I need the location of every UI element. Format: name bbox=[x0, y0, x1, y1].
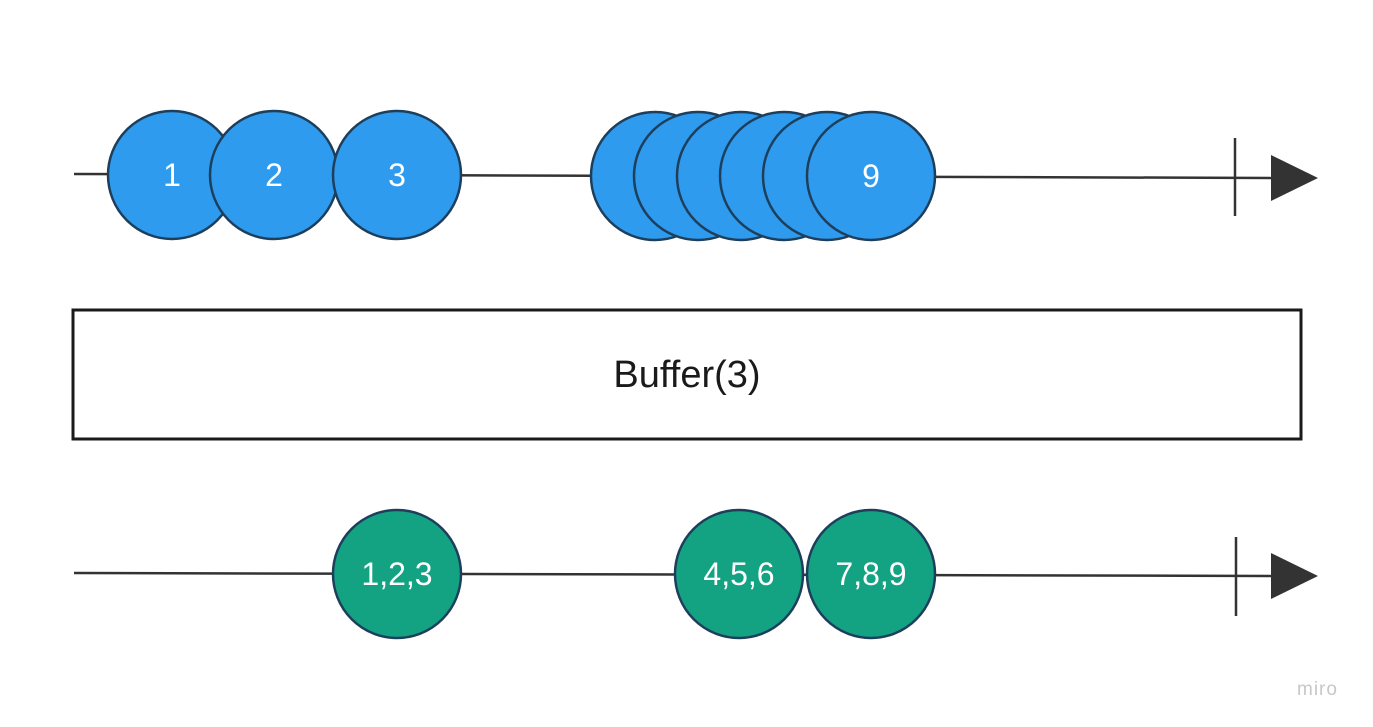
input-marble-label: 1 bbox=[163, 157, 181, 193]
operator-box: Buffer(3) bbox=[71, 308, 1303, 441]
input-marble-label: 2 bbox=[265, 157, 283, 193]
output-marble: 4,5,6 bbox=[673, 508, 805, 640]
output-arrowhead bbox=[1271, 553, 1318, 599]
output-marble-label: 7,8,9 bbox=[835, 556, 906, 592]
output-marble-label: 4,5,6 bbox=[703, 556, 774, 592]
input-marble: 2 bbox=[208, 109, 340, 241]
output-marble-circle bbox=[805, 508, 937, 640]
operator-border bbox=[71, 308, 1303, 441]
input-marble-label: 3 bbox=[388, 157, 406, 193]
input-stream: 1 2 3 9 bbox=[73, 109, 1318, 242]
output-marble: 7,8,9 bbox=[805, 508, 937, 640]
input-marble-label: 9 bbox=[862, 158, 880, 194]
input-arrowhead bbox=[1271, 155, 1318, 201]
output-marble-circle bbox=[673, 508, 805, 640]
input-marble: 3 bbox=[331, 109, 463, 241]
input-marble-circle bbox=[331, 109, 463, 241]
input-marble: 9 bbox=[805, 110, 937, 242]
miro-watermark: miro bbox=[1297, 679, 1338, 700]
output-marble-circle bbox=[331, 508, 463, 640]
output-marble-label: 1,2,3 bbox=[361, 556, 432, 592]
output-marbles: 1,2,3 4,5,6 7,8,9 bbox=[331, 508, 937, 640]
output-stream: 1,2,3 4,5,6 7,8,9 bbox=[73, 508, 1318, 640]
output-marble: 1,2,3 bbox=[331, 508, 463, 640]
input-marble-circle bbox=[805, 110, 937, 242]
operator-label: Buffer(3) bbox=[613, 354, 760, 396]
input-marbles: 1 2 3 9 bbox=[106, 109, 937, 242]
input-marble: 1 bbox=[106, 109, 238, 241]
